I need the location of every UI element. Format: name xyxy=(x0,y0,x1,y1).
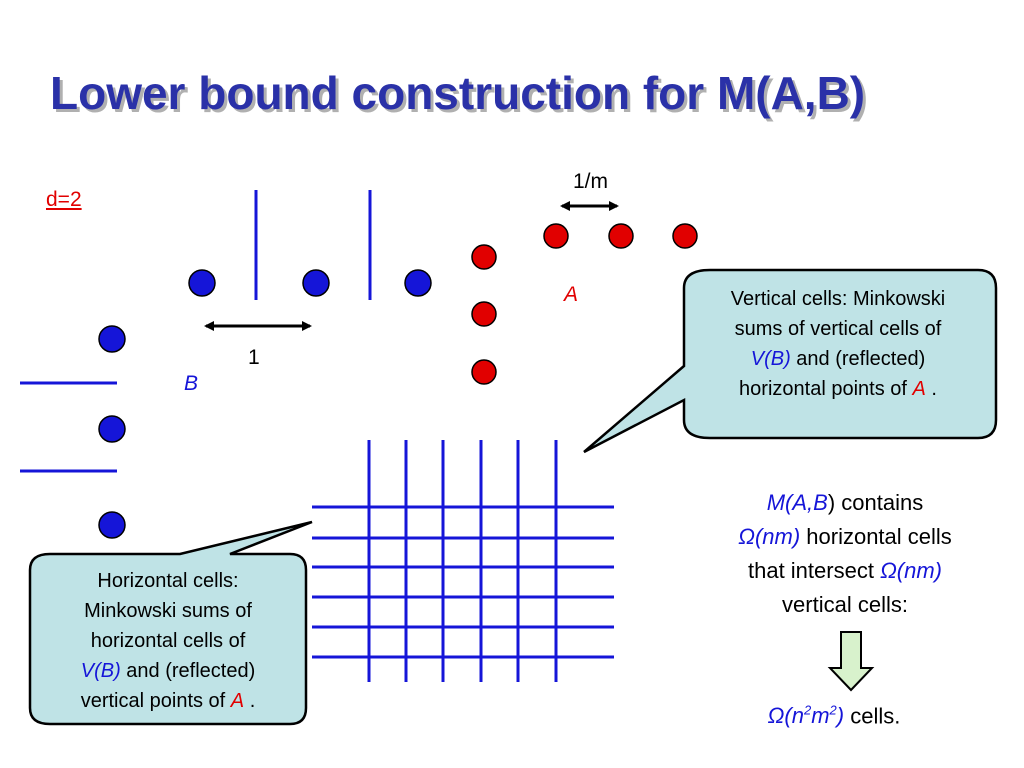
callout-line: V(B) and (reflected) xyxy=(80,660,256,682)
omega-term: Ω(nm) xyxy=(880,558,943,583)
callout-line: vertical points of A . xyxy=(80,690,256,712)
b-point xyxy=(98,511,126,539)
vb-term: V(B) xyxy=(80,660,121,682)
note-line: vertical cells: xyxy=(782,592,908,617)
b-point xyxy=(188,269,216,297)
callout-horizontal-bubble xyxy=(28,520,313,726)
omega-term: Ω(nm) xyxy=(738,524,801,549)
b-point xyxy=(302,269,330,297)
minkowski-grid xyxy=(312,440,614,682)
a-point xyxy=(608,223,634,249)
callout-line: horizontal points of A . xyxy=(739,378,937,400)
callout-line: V(B) and (reflected) xyxy=(750,348,926,370)
set-a-label: A xyxy=(564,283,579,306)
callout-vertical-bubble xyxy=(583,268,998,454)
a-point xyxy=(471,301,497,327)
conclusion-note: M(A,B) contains Ω(nm) horizontal cells t… xyxy=(690,486,1000,622)
callout-line: Vertical cells: Minkowski xyxy=(730,288,946,310)
a-term: A xyxy=(912,378,926,400)
vb-term: V(B) xyxy=(750,348,791,370)
a-term: A xyxy=(230,690,245,712)
b-point xyxy=(404,269,432,297)
b-point xyxy=(98,325,126,353)
mab-term: M(A,B xyxy=(766,490,828,515)
callout-horizontal-text: Horizontal cells: Minkowski sums of hori… xyxy=(38,566,298,716)
spacing-label-1: 1 xyxy=(248,346,260,369)
callout-line: Horizontal cells: xyxy=(97,570,239,592)
result-statement: Ω(n2m2) cells. xyxy=(767,703,901,729)
note-line: that intersect Ω(nm) xyxy=(747,558,943,583)
note-line: Ω(nm) horizontal cells xyxy=(738,524,952,549)
callout-vertical-text: Vertical cells: Minkowski sums of vertic… xyxy=(688,284,988,404)
callout-line: horizontal cells of xyxy=(90,630,246,652)
spacing-label-1-over-m: 1/m xyxy=(573,170,609,193)
callout-line: sums of vertical cells of xyxy=(734,318,942,340)
set-b-label: B xyxy=(184,372,199,395)
b-point xyxy=(98,415,126,443)
implies-arrow xyxy=(827,631,875,692)
a-point xyxy=(543,223,569,249)
note-line: M(A,B) contains xyxy=(766,490,924,515)
a-point xyxy=(471,244,497,270)
callout-line: Minkowski sums of xyxy=(84,600,252,622)
dimension-label: d=2 xyxy=(46,188,82,211)
a-point xyxy=(471,359,497,385)
slide-title: Lower bound construction for M(A,B) xyxy=(50,67,866,119)
a-point xyxy=(672,223,698,249)
omega-result: Ω(n2m2) xyxy=(767,703,845,729)
